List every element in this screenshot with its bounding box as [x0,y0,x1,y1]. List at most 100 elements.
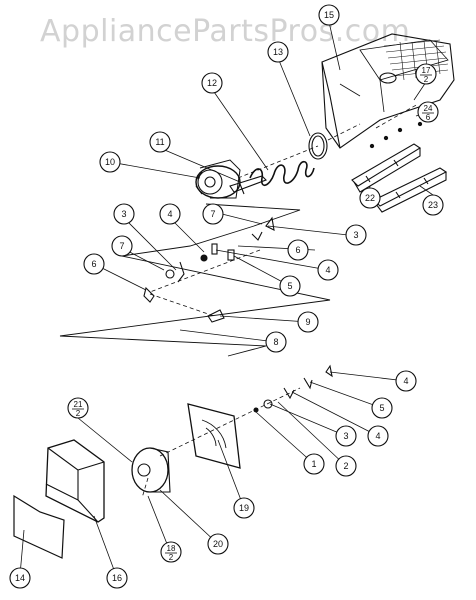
callout-circle [359,187,381,209]
callout-number: 5 [379,403,384,413]
part-ice-bucket [321,33,455,149]
callout-circle [202,203,224,225]
callout-c4a: 4 [159,203,181,225]
callout-number: 7 [210,209,215,219]
callout-circle [371,397,393,419]
callout-c13: 13 [267,41,289,63]
part-motor [131,447,171,493]
callout-number: 9 [305,317,310,327]
part-auger-spring [249,160,315,186]
callout-number: 14 [15,573,25,583]
callout-circle [335,455,357,477]
callout-circle [113,203,135,225]
part-bracket-plate [187,403,241,469]
callout-quantity: 6 [426,113,431,122]
callout-number: 3 [353,230,358,240]
callout-circle [422,194,444,216]
callout-number: 7 [119,241,124,251]
callout-circle [303,453,325,475]
callout-number: 5 [287,281,292,291]
callout-circle [267,41,289,63]
callout-c4b: 4 [317,259,339,281]
callout-number: 10 [105,157,115,167]
callout-number: 12 [207,78,217,88]
callout-quantity: 2 [76,409,81,418]
callout-c22: 22 [359,187,381,209]
callout-c19: 19 [233,497,255,519]
callout-c5b: 5 [371,397,393,419]
callout-circle [318,4,340,26]
callout-c4c: 4 [395,370,417,392]
callout-number: 20 [213,539,223,549]
callout-circle [395,370,417,392]
callout-circle [111,235,133,257]
callout-number: 15 [324,10,334,20]
callout-number: 16 [112,573,122,583]
callout-circle [265,331,287,353]
callout-c9: 9 [297,311,319,333]
callout-part-number: 17 [422,66,431,75]
callout-c20: 20 [207,533,229,555]
part-ring [308,132,328,160]
callout-c18: 182 [160,541,182,563]
callout-circle [106,567,128,589]
part-rail-22 [351,143,422,193]
callout-c3c: 3 [335,425,357,447]
callout-c7a: 7 [202,203,224,225]
part-clips-middle [143,216,275,323]
callout-c21: 212 [67,397,89,419]
callout-c1: 1 [303,453,325,475]
callout-c16: 16 [106,567,128,589]
watermark: AppliancePartsPros.com [40,14,411,49]
callout-circle [149,131,171,153]
callout-c12: 12 [201,72,223,94]
assembly-guides [141,103,419,499]
callout-c17: 172 [415,63,437,85]
callout-circle [67,397,89,419]
callout-c14: 14 [9,567,31,589]
callout-number: 11 [155,137,164,147]
callout-circle [415,63,437,85]
callout-number: 23 [428,200,438,210]
callout-c3a: 3 [113,203,135,225]
callout-circle [335,425,357,447]
callout-number: 2 [343,461,348,471]
callout-part-number: 24 [424,104,433,113]
callout-circle [233,497,255,519]
callout-c10: 10 [99,151,121,173]
callout-number: 8 [273,337,278,347]
leader-lines [19,21,434,579]
callout-c6b: 6 [83,253,105,275]
callout-quantity: 2 [424,75,429,84]
callout-c7b: 7 [111,235,133,257]
callout-number: 1 [311,459,316,469]
callout-number: 13 [273,47,283,57]
callout-c24: 246 [417,101,439,123]
callout-circle [99,151,121,173]
callout-circle [297,311,319,333]
callout-number: 6 [295,245,300,255]
callout-number: 4 [167,209,172,219]
callout-c23: 23 [422,194,444,216]
callout-part-number: 21 [74,400,83,409]
callout-quantity: 2 [169,553,174,562]
callout-c8: 8 [265,331,287,353]
callout-c6a: 6 [287,239,309,261]
part-housing-block [45,439,105,523]
callout-c4d: 4 [367,425,389,447]
callout-circle [207,533,229,555]
callout-number: 6 [91,259,96,269]
callout-circle [367,425,389,447]
callout-circle [201,72,223,94]
callout-number: 4 [375,431,380,441]
callout-part-number: 18 [167,544,176,553]
callout-c5a: 5 [279,275,301,297]
callout-number: 19 [239,503,249,513]
callout-circle [279,275,301,297]
part-auger-shaft [229,175,267,195]
callout-circle [159,203,181,225]
callout-circle [287,239,309,261]
callout-circle [160,541,182,563]
